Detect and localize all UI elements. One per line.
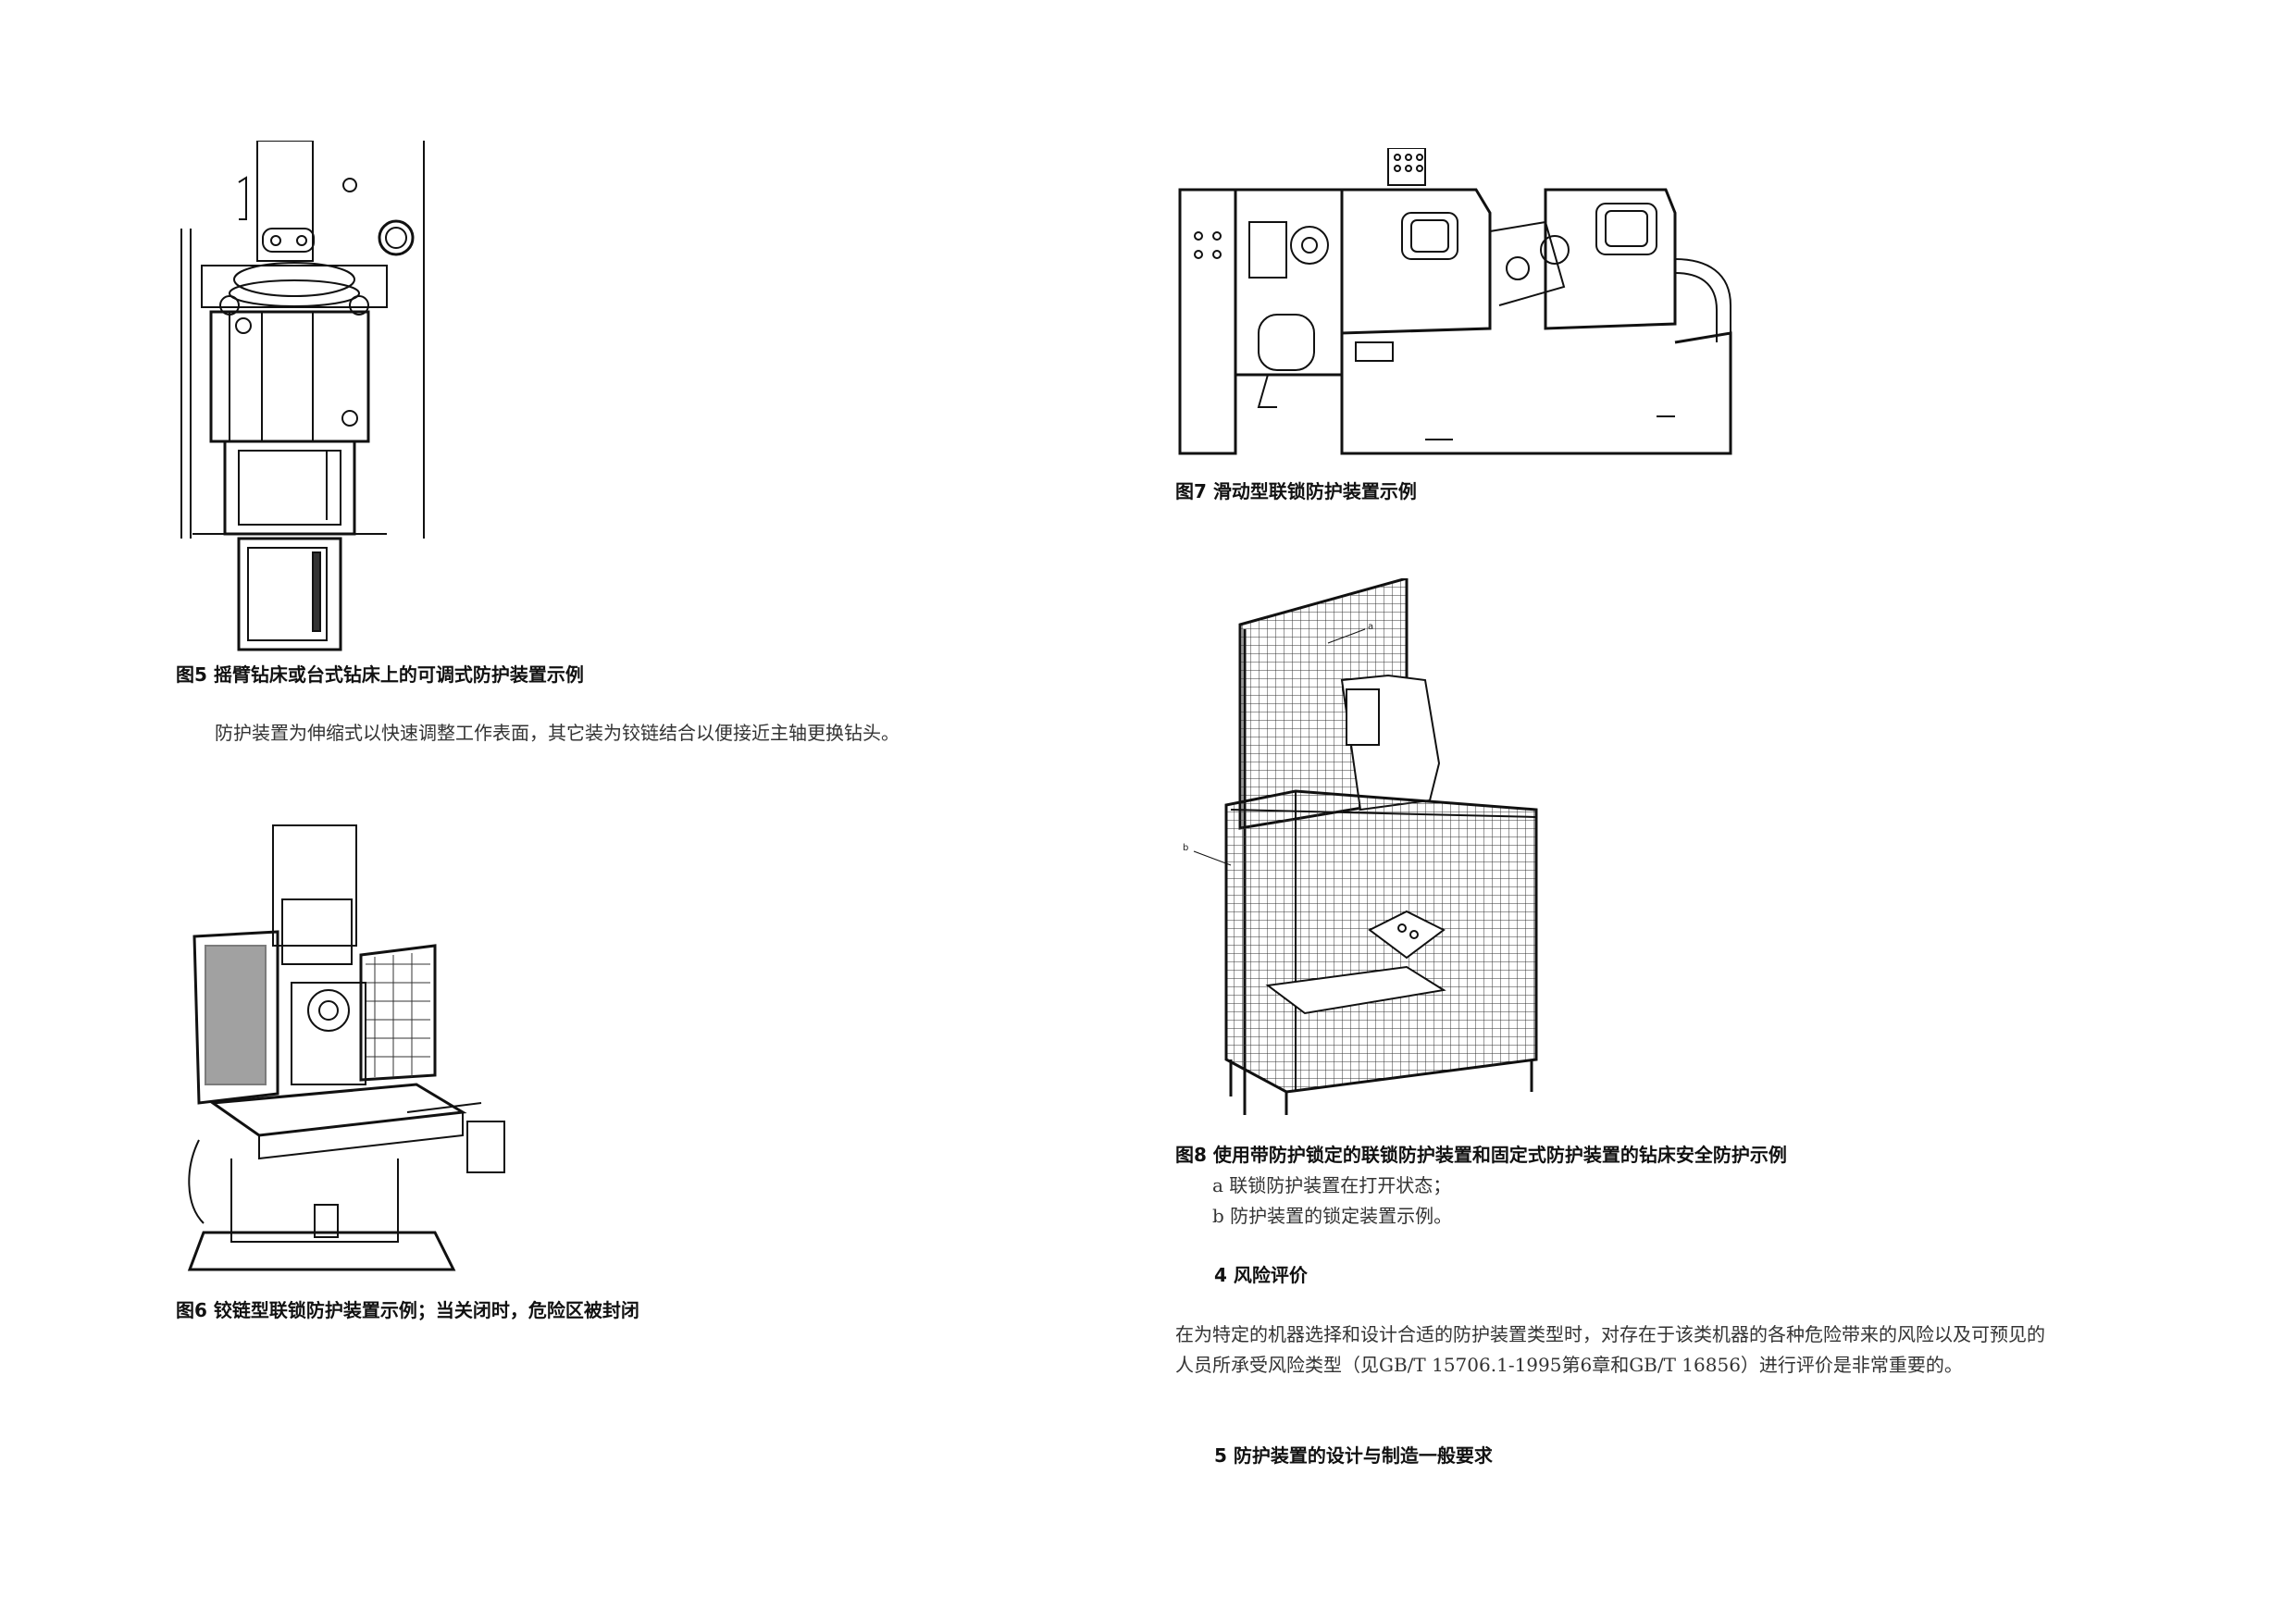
- figure-8-label-a: a: [1368, 622, 1373, 632]
- figure-6-caption: 图6 铰链型联锁防护装置示例；当关闭时，危险区被封闭: [176, 1299, 639, 1321]
- section-5-heading: 5 防护装置的设计与制造一般要求: [1214, 1444, 1493, 1467]
- figure-8-drill-enclosure: a b: [1175, 578, 1555, 1115]
- figure-5-drill-guard: [174, 141, 438, 654]
- figure-6-illustration: [187, 824, 505, 1271]
- figure-8-caption: 图8 使用带防护锁定的联锁防护装置和固定式防护装置的钻床安全防护示例: [1175, 1144, 1787, 1166]
- figure-8-label-b: b: [1183, 843, 1188, 853]
- figure-5-description: 防护装置为伸缩式以快速调整工作表面，其它装为铰链结合以便接近主轴更换钻头。: [215, 722, 900, 744]
- figure-7-sliding-guard: [1175, 148, 1758, 463]
- section-4-heading: 4 风险评价: [1214, 1264, 1308, 1286]
- figure-7-illustration: [1178, 148, 1732, 455]
- figure-8-note-a: a 联锁防护装置在打开状态；: [1212, 1174, 1452, 1196]
- figure-5-caption: 图5 摇臂钻床或台式钻床上的可调式防护装置示例: [176, 663, 584, 686]
- section-4-text-line-2: 人员所承受风险类型（见GB/T 15706.1-1995第6章和GB/T 168…: [1175, 1354, 1963, 1376]
- figure-5-illustration: [180, 141, 425, 651]
- figure-7-caption: 图7 滑动型联锁防护装置示例: [1175, 480, 1417, 502]
- figure-8-note-b: b 防护装置的锁定装置示例。: [1212, 1205, 1453, 1227]
- section-4-text-line-1: 在为特定的机器选择和设计合适的防护装置类型时，对存在于该类机器的各种危险带来的风…: [1175, 1323, 2045, 1345]
- figure-6-hinged-guard: [176, 816, 518, 1288]
- figure-8-illustration: a b: [1183, 578, 1538, 1115]
